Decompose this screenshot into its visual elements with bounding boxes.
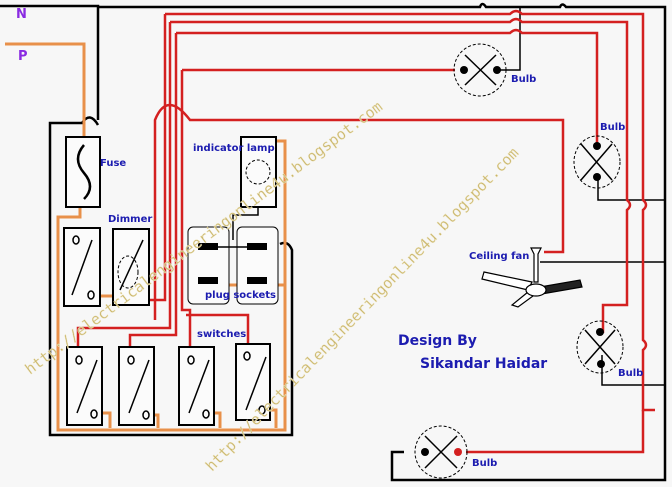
neutral-label: N xyxy=(16,7,27,22)
ceiling-fan-label: Ceiling fan xyxy=(469,251,529,262)
fuse-label: Fuse xyxy=(100,158,126,169)
switch-bank: switches xyxy=(66,329,271,426)
indicator-lamp-label: indicator lamp xyxy=(193,143,275,154)
ceiling-fan: Ceiling fan xyxy=(469,247,583,308)
bulb-bottom-label: Bulb xyxy=(472,458,497,469)
bulb-top-label: Bulb xyxy=(511,74,536,85)
switch-3 xyxy=(178,346,215,426)
credit-line1: Design By xyxy=(398,333,477,349)
bulb-right-upper: Bulb xyxy=(573,122,625,189)
credit-line2: Sikandar Haidar xyxy=(420,356,547,372)
fuse: Fuse xyxy=(65,136,126,208)
plug-sockets-label: plug sockets xyxy=(205,290,276,301)
bulb-right-lower: Bulb xyxy=(576,320,643,379)
dimmer-label: Dimmer xyxy=(108,214,152,225)
bulb-right-lower-label: Bulb xyxy=(618,368,643,379)
switch-4 xyxy=(235,343,271,421)
plug-sockets: plug sockets xyxy=(187,226,279,305)
phase-label: P xyxy=(18,49,28,64)
switches-label: switches xyxy=(197,329,246,340)
switched-wires xyxy=(76,9,655,454)
bulb-bottom: Bulb xyxy=(414,425,497,479)
indicator-lamp: indicator lamp xyxy=(193,136,277,208)
top-switch xyxy=(63,227,101,307)
switch-1 xyxy=(66,346,103,426)
bulb-top: Bulb xyxy=(453,43,536,97)
bulb-right-upper-label: Bulb xyxy=(600,122,625,133)
dimmer: Dimmer xyxy=(108,214,152,306)
switch-2 xyxy=(118,346,155,426)
